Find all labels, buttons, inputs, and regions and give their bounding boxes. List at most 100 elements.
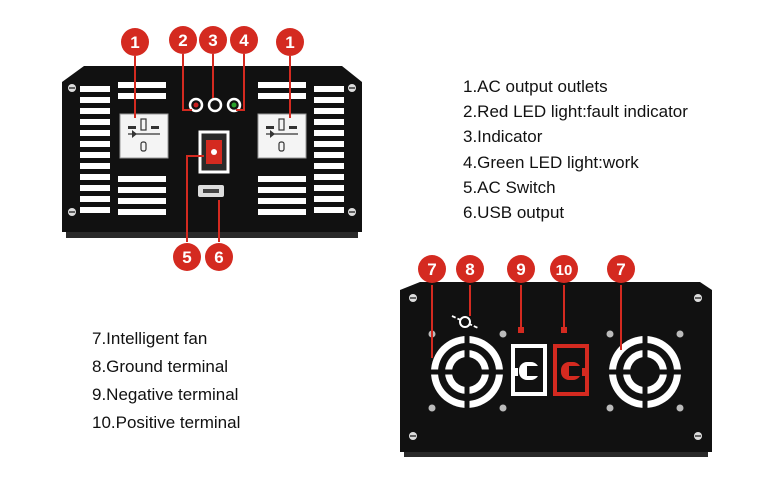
- rear-screw-bottom-left: [409, 432, 417, 440]
- front-callouts: 1 2 3 4 1 5 6: [121, 26, 304, 271]
- callout-1: 1: [276, 28, 304, 56]
- vent-slot: [258, 93, 306, 99]
- vent-slot: [314, 130, 344, 136]
- vent-slot: [118, 187, 166, 193]
- vent-slot: [118, 82, 166, 88]
- intelligent-fan-left: [431, 336, 503, 408]
- callout-label: 9: [516, 260, 525, 279]
- ground-terminal: [451, 315, 479, 329]
- callout-10: 10: [550, 255, 578, 283]
- vent-slot: [80, 207, 110, 213]
- vent-slot: [314, 196, 344, 202]
- vent-slot: [314, 97, 344, 103]
- front-leader-lines: [134, 54, 291, 242]
- vent-slot: [118, 176, 166, 182]
- ac-outlet-left: [119, 113, 169, 159]
- callout-7: 7: [418, 255, 446, 283]
- callout-4: 4: [230, 26, 258, 54]
- rear-panel-base: [404, 452, 708, 457]
- callout-label: 2: [178, 31, 187, 50]
- front-vent-slots: [80, 82, 344, 215]
- legend-item-ac-outlets: 1.AC output outlets: [463, 77, 608, 96]
- callout-label: 1: [285, 33, 294, 52]
- legend-item-negative-terminal: 9.Negative terminal: [92, 385, 239, 404]
- rear-callouts: 7 8 9 10 7: [418, 255, 635, 283]
- legend-item-intelligent-fan: 7.Intelligent fan: [92, 329, 208, 348]
- callout-label: 4: [239, 31, 249, 50]
- callout-3: 3: [199, 26, 227, 54]
- legend-item-positive-terminal: 10.Positive terminal: [92, 413, 241, 432]
- vent-slot: [80, 152, 110, 158]
- front-screw-top-left: [68, 84, 76, 92]
- vent-slot: [80, 130, 110, 136]
- vent-slot: [80, 97, 110, 103]
- ac-outlet-right: [257, 113, 307, 159]
- vent-slot: [258, 82, 306, 88]
- vent-slot: [80, 141, 110, 147]
- front-screw-bottom-left: [68, 208, 76, 216]
- callout-label: 7: [616, 260, 625, 279]
- front-legend: 1.AC output outlets 2.Red LED light:faul…: [463, 74, 688, 225]
- vent-slot: [314, 174, 344, 180]
- rear-leader-lines: [431, 285, 622, 358]
- vent-slot: [314, 86, 344, 92]
- callout-label: 8: [465, 260, 474, 279]
- callout-2: 2: [169, 26, 197, 54]
- callout-label: 5: [182, 248, 191, 267]
- green-led-light: [226, 97, 242, 113]
- callout-7: 7: [607, 255, 635, 283]
- callout-label: 1: [130, 33, 139, 52]
- vent-slot: [314, 185, 344, 191]
- vent-slot: [314, 108, 344, 114]
- intelligent-fan-right: [609, 336, 681, 408]
- fan-screws: [428, 330, 684, 412]
- rear-screw-bottom-right: [694, 432, 702, 440]
- front-screw-bottom-right: [348, 208, 356, 216]
- vent-slot: [80, 174, 110, 180]
- vent-slot: [314, 141, 344, 147]
- front-panel-base: [66, 232, 358, 238]
- vent-slot: [314, 207, 344, 213]
- callout-9: 9: [507, 255, 535, 283]
- legend-item-red-led: 2.Red LED light:fault indicator: [463, 102, 688, 122]
- vent-slot: [118, 198, 166, 204]
- vent-slot: [258, 209, 306, 215]
- vent-slot: [80, 185, 110, 191]
- vent-slot: [314, 163, 344, 169]
- legend-item-indicator: 3.Indicator: [463, 127, 543, 147]
- negative-terminal: [511, 344, 547, 396]
- vent-slot: [118, 93, 166, 99]
- callout-1: 1: [121, 28, 149, 56]
- callout-label: 7: [427, 260, 436, 279]
- rear-legend: 7.Intelligent fan 8.Ground terminal 9.Ne…: [92, 325, 240, 437]
- rear-screw-top-right: [694, 294, 702, 302]
- callout-label: 10: [556, 262, 573, 279]
- front-panel: 1 2 3 4 1 5 6: [62, 26, 362, 271]
- vent-slot: [258, 187, 306, 193]
- vent-slot: [80, 119, 110, 125]
- legend-item-green-led: 4.Green LED light:work: [463, 152, 639, 172]
- vent-slot: [314, 152, 344, 158]
- callout-6: 6: [205, 243, 233, 271]
- legend-item-usb-output: 6.USB output: [463, 202, 565, 222]
- vent-slot: [118, 209, 166, 215]
- vent-slot: [80, 86, 110, 92]
- rear-screw-top-left: [409, 294, 417, 302]
- rear-panel: 7 8 9 10 7: [400, 255, 712, 457]
- legend-item-ground-terminal: 8.Ground terminal: [92, 357, 229, 376]
- legend-item-ac-switch: 5.AC Switch: [463, 177, 556, 197]
- positive-terminal: [553, 344, 589, 396]
- usb-output: [198, 185, 224, 197]
- vent-slot: [80, 163, 110, 169]
- vent-slot: [258, 176, 306, 182]
- callout-label: 6: [214, 248, 223, 267]
- vent-slot: [314, 119, 344, 125]
- front-screw-top-right: [348, 84, 356, 92]
- vent-slot: [80, 196, 110, 202]
- callout-label: 3: [208, 31, 217, 50]
- indicator-light: [207, 97, 223, 113]
- callout-5: 5: [173, 243, 201, 271]
- red-led-light: [188, 97, 204, 113]
- callout-8: 8: [456, 255, 484, 283]
